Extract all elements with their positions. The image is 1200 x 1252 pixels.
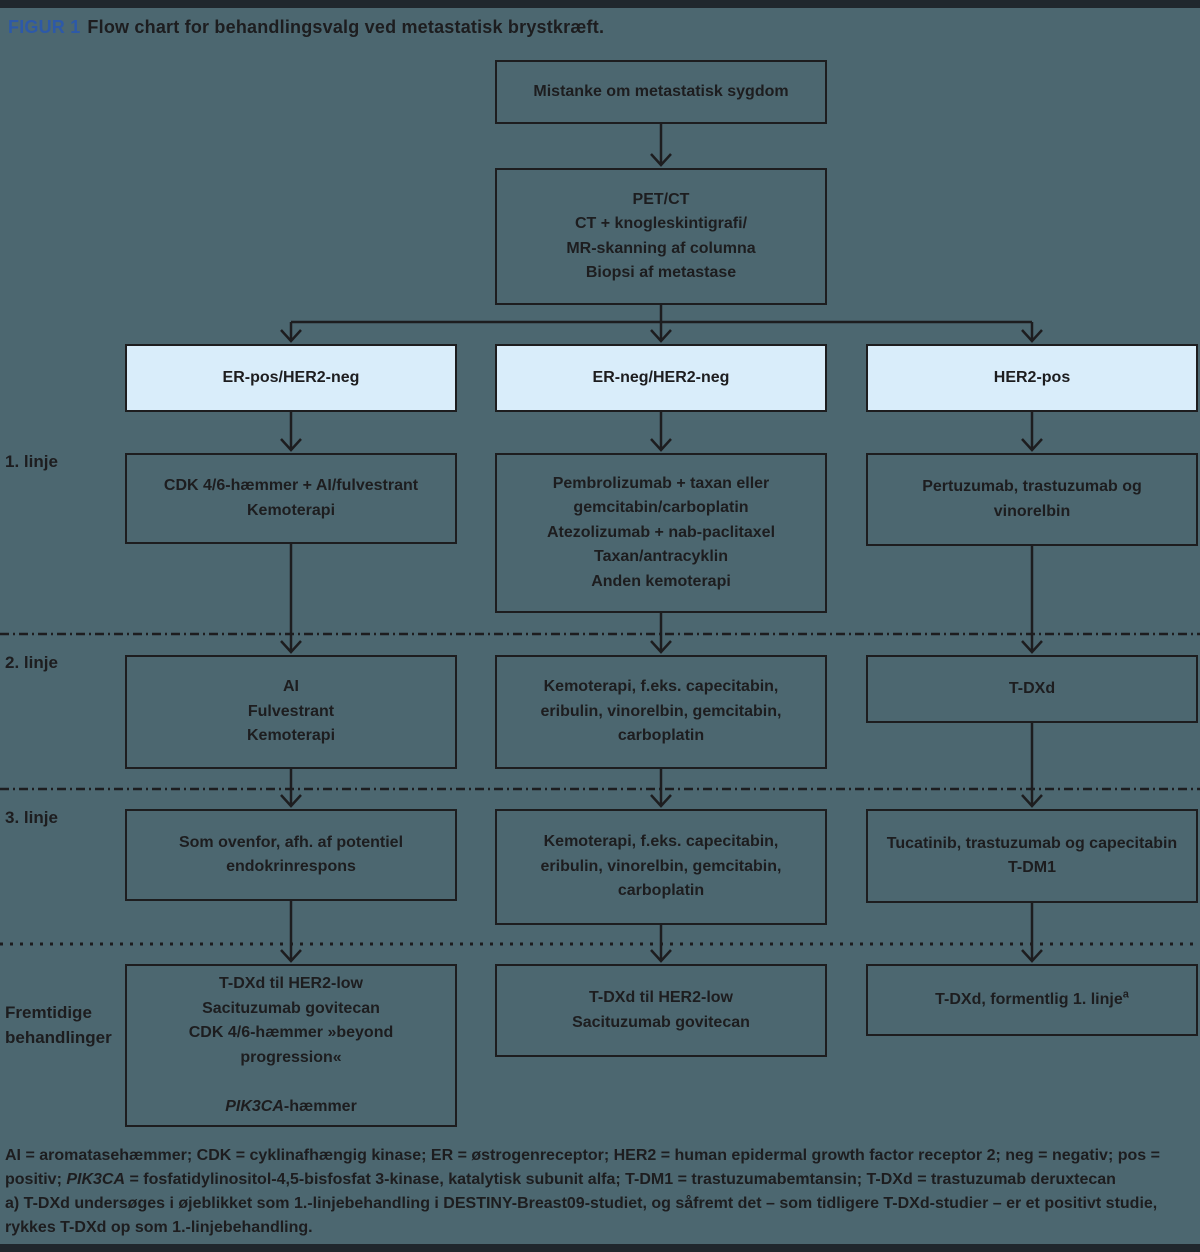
treatment-box-line1-er-neg: Pembrolizumab + taxan eller gemcitabin/c…	[495, 453, 827, 613]
future-her2-pos-main: T-DXd, formentlig 1. linje	[935, 990, 1123, 1008]
footnote-line-2: positiv; PIK3CA = fosfatidylinositol-4,5…	[5, 1168, 1197, 1192]
diagnostics-box: PET/CT CT + knogleskintigrafi/ MR-skanni…	[495, 168, 827, 305]
treatment-box-line2-er-neg: Kemoterapi, f.eks. capecitabin, eribulin…	[495, 655, 827, 769]
treatment-text: AI Fulvestrant Kemoterapi	[246, 678, 336, 745]
treatment-text: Kemoterapi, f.eks. capecitabin, eribulin…	[540, 678, 782, 745]
footnote-line-2-prefix: positiv;	[5, 1171, 67, 1188]
bottom-frame-bar	[0, 1244, 1200, 1252]
treatment-box-future-her2-pos: T-DXd, formentlig 1. linjea	[866, 964, 1198, 1036]
treatment-box-future-er-pos: T-DXd til HER2-low Sacituzumab govitecan…	[125, 964, 457, 1127]
diagnostics-box-text: PET/CT CT + knogleskintigrafi/ MR-skanni…	[566, 190, 756, 282]
treatment-box-line3-er-pos: Som ovenfor, afh. af potentiel endokrinr…	[125, 809, 457, 901]
footnote-line-3: a) T-DXd undersøges i øjeblikket som 1.-…	[5, 1195, 1158, 1212]
treatment-text: T-DXd, formentlig 1. linjea	[876, 988, 1188, 1013]
suspicion-box: Mistanke om metastatisk sygdom	[495, 60, 827, 124]
treatment-box-future-er-neg: T-DXd til HER2-low Sacituzumab govitecan	[495, 964, 827, 1057]
treatment-text: Kemoterapi, f.eks. capecitabin, eribulin…	[540, 833, 782, 900]
figure-title-text: Flow chart for behandlingsvalg ved metas…	[87, 17, 605, 37]
treatment-box-line2-er-pos: AI Fulvestrant Kemoterapi	[125, 655, 457, 769]
branch-header-her2-pos: HER2-pos	[866, 344, 1198, 412]
treatment-box-line1-her2-pos: Pertuzumab, trastuzumab og vinorelbin	[866, 453, 1198, 546]
treatment-text: T-DXd til HER2-low Sacituzumab govitecan…	[135, 948, 447, 1144]
footnote-line-2-italic: PIK3CA	[66, 1171, 126, 1188]
top-frame-bar	[0, 0, 1200, 8]
row-label-line1: 1. linje	[5, 452, 58, 471]
treatment-text: Tucatinib, trastuzumab og capecitabin T-…	[886, 834, 1178, 877]
treatment-box-line1-er-pos: CDK 4/6-hæmmer + AI/fulvestrant Kemotera…	[125, 453, 457, 544]
treatment-text: Pertuzumab, trastuzumab og vinorelbin	[922, 478, 1142, 520]
future-er-pos-main: T-DXd til HER2-low Sacituzumab govitecan…	[188, 975, 394, 1066]
branch-header-text: HER2-pos	[993, 368, 1071, 386]
branch-header-text: ER-pos/HER2-neg	[222, 368, 360, 386]
treatment-box-line3-her2-pos: Tucatinib, trastuzumab og capecitabin T-…	[866, 809, 1198, 903]
figure-title: FIGUR 1 Flow chart for behandlingsvalg ve…	[8, 17, 604, 38]
branch-header-text: ER-neg/HER2-neg	[592, 368, 730, 386]
treatment-text: T-DXd	[1008, 679, 1056, 697]
treatment-text: Pembrolizumab + taxan eller gemcitabin/c…	[546, 474, 776, 590]
row-label-line3: 3. linje	[5, 808, 58, 827]
row-label-line2: 2. linje	[5, 653, 58, 672]
treatment-text: T-DXd til HER2-low Sacituzumab govitecan	[572, 989, 750, 1031]
suspicion-box-text: Mistanke om metastatisk sygdom	[533, 82, 789, 100]
row-separators	[0, 632, 1200, 946]
future-er-pos-pik3ca-line: PIK3CA-hæmmer	[135, 1095, 447, 1120]
figure-label: FIGUR 1	[8, 17, 81, 37]
treatment-box-line3-er-neg: Kemoterapi, f.eks. capecitabin, eribulin…	[495, 809, 827, 925]
branch-header-er-pos-her2-neg: ER-pos/HER2-neg	[125, 344, 457, 412]
footnote: AI = aromatasehæmmer; CDK = cyklinafhæng…	[5, 1144, 1197, 1240]
row-label-future: Fremtidige behandlinger	[5, 1003, 112, 1047]
treatment-box-line2-her2-pos: T-DXd	[866, 655, 1198, 723]
treatment-text: CDK 4/6-hæmmer + AI/fulvestrant Kemotera…	[163, 477, 419, 519]
footnote-line-4: rykkes T-DXd op som 1.-linjebehandling.	[5, 1219, 313, 1236]
treatment-text: Som ovenfor, afh. af potentiel endokrinr…	[178, 833, 404, 876]
pik3ca-italic: PIK3CA	[225, 1097, 284, 1115]
footnote-line-2-suffix: = fosfatidylinositol-4,5-bisfosfat 3-kin…	[125, 1171, 1116, 1188]
pik3ca-suffix: -hæmmer	[283, 1097, 357, 1115]
branch-header-er-neg-her2-neg: ER-neg/HER2-neg	[495, 344, 827, 412]
footnote-line-1: AI = aromatasehæmmer; CDK = cyklinafhæng…	[5, 1147, 1160, 1164]
footnote-marker-a: a	[1122, 988, 1129, 1001]
